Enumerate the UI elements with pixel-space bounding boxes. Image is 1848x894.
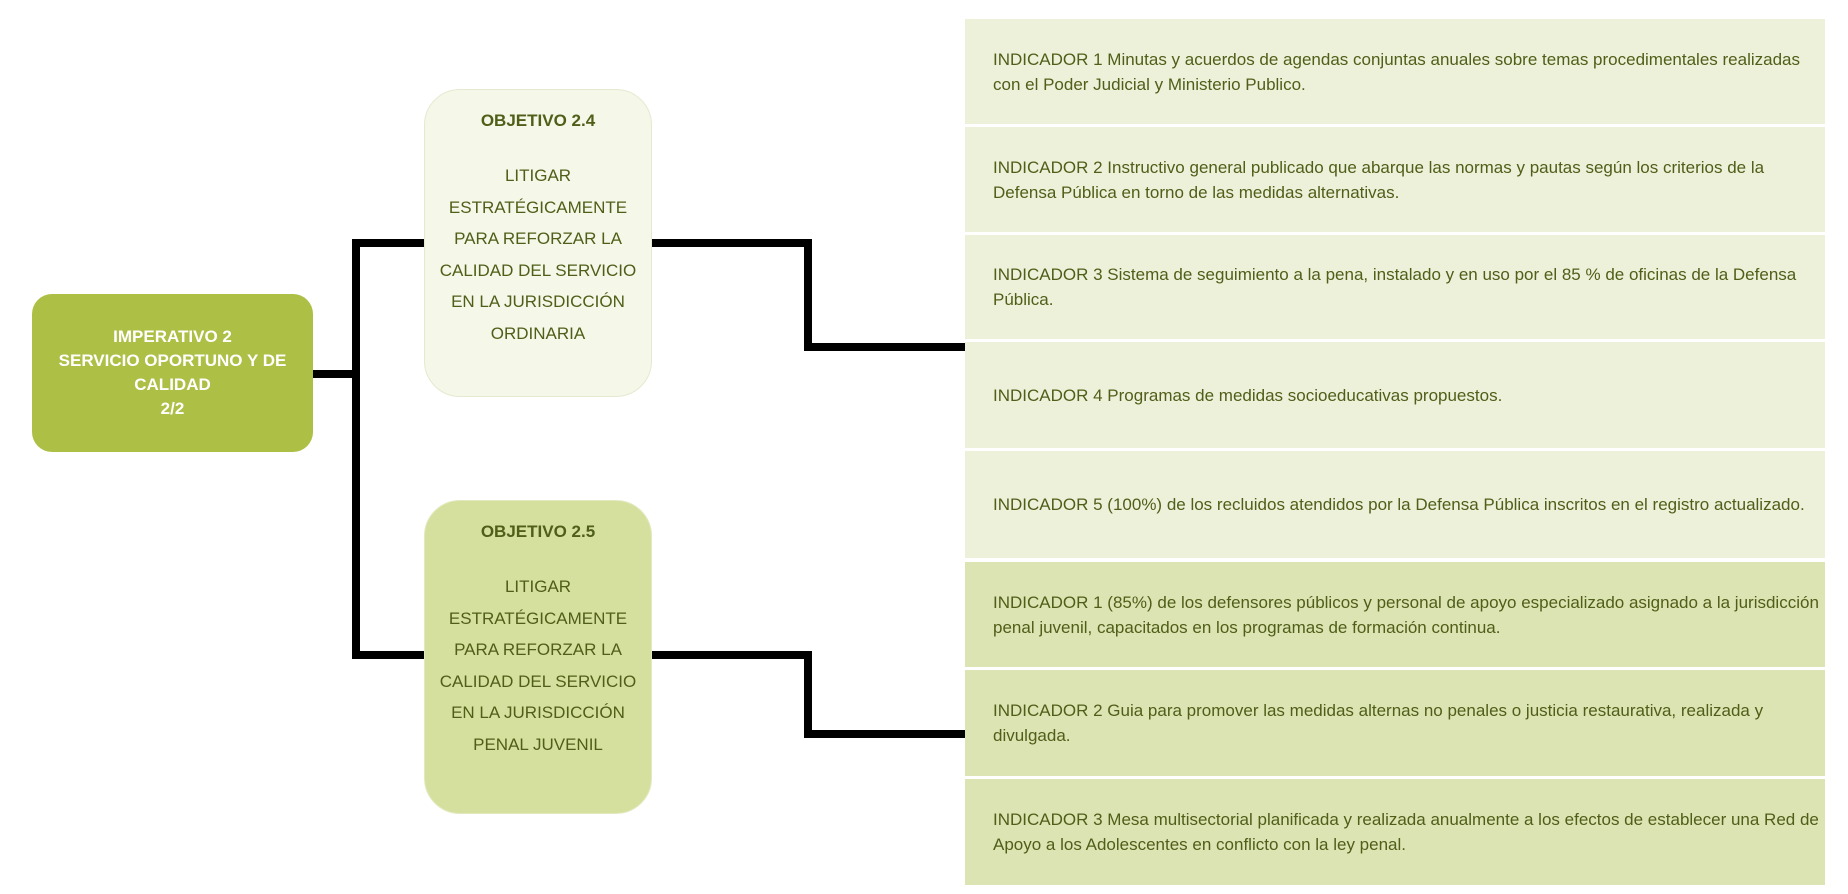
objective-description: LITIGAR ESTRATÉGICAMENTE PARA REFORZAR L… <box>439 577 637 754</box>
imperative-box: IMPERATIVO 2 SERVICIO OPORTUNO Y DE CALI… <box>32 294 313 452</box>
indicator-2-4-3: INDICADOR 3 Sistema de seguimiento a la … <box>965 235 1825 339</box>
objective-title: OBJETIVO 2.4 <box>480 111 596 130</box>
connector-obj-2-5-to-indicators <box>652 651 965 738</box>
indicator-2-5-2: INDICADOR 2 Guia para promover las medid… <box>965 670 1825 776</box>
indicator-text: INDICADOR 5 (100%) de los recluidos aten… <box>993 495 1805 514</box>
indicator-2-5-3: INDICADOR 3 Mesa multisectorial planific… <box>965 779 1825 885</box>
objective-2-5-box: OBJETIVO 2.5 LITIGAR ESTRATÉGICAMENTE PA… <box>424 500 652 814</box>
indicator-text: INDICADOR 1 Minutas y acuerdos de agenda… <box>993 49 1800 94</box>
indicator-text: INDICADOR 3 Mesa multisectorial planific… <box>993 810 1819 854</box>
imperative-subtitle: SERVICIO OPORTUNO Y DE CALIDAD <box>58 351 287 394</box>
objective-2-4-box: OBJETIVO 2.4 LITIGAR ESTRATÉGICAMENTE PA… <box>424 89 652 397</box>
indicator-text: INDICADOR 3 Sistema de seguimiento a la … <box>993 265 1797 309</box>
indicator-text: INDICADOR 1 (85%) de los defensores públ… <box>993 592 1819 637</box>
indicator-text: INDICADOR 4 Programas de medidas socioed… <box>993 385 1503 405</box>
indicator-2-4-4: INDICADOR 4 Programas de medidas socioed… <box>965 342 1825 448</box>
indicator-text: INDICADOR 2 Instructivo general publicad… <box>993 157 1765 202</box>
indicator-2-5-1: INDICADOR 1 (85%) de los defensores públ… <box>965 562 1825 667</box>
objective-description: LITIGAR ESTRATÉGICAMENTE PARA REFORZAR L… <box>439 166 637 343</box>
indicator-2-4-2: INDICADOR 2 Instructivo general publicad… <box>965 127 1825 232</box>
objective-title: OBJETIVO 2.5 <box>480 522 596 541</box>
indicator-2-4-1: INDICADOR 1 Minutas y acuerdos de agenda… <box>965 19 1825 124</box>
connector-obj-2-4-to-indicators <box>652 239 965 351</box>
indicator-text: INDICADOR 2 Guia para promover las medid… <box>993 701 1764 745</box>
connector-trunk-to-obj-2-4 <box>352 239 424 659</box>
imperative-title: IMPERATIVO 2 <box>113 327 232 346</box>
indicator-2-4-5: INDICADOR 5 (100%) de los recluidos aten… <box>965 451 1825 558</box>
imperative-page: 2/2 <box>160 399 185 418</box>
